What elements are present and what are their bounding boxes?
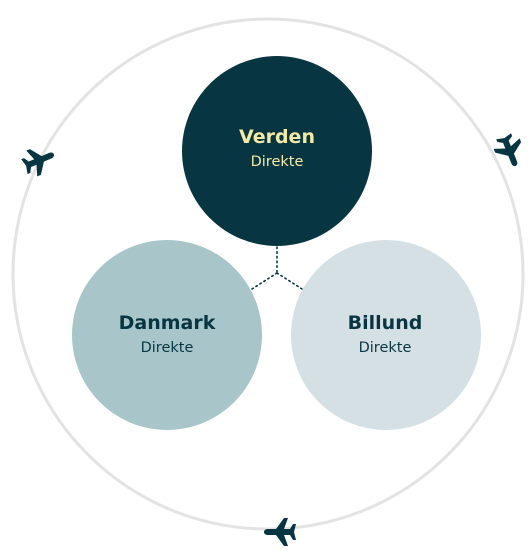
connector-billund: [276, 272, 303, 290]
node-verden-circle: [182, 56, 372, 246]
node-danmark: Danmark Direkte: [72, 240, 262, 430]
node-danmark-subtitle: Direkte: [141, 340, 194, 356]
node-danmark-circle: [72, 240, 262, 430]
airplane-icon: [490, 130, 529, 172]
node-verden-subtitle: Direkte: [251, 154, 304, 170]
node-verden-title: Verden: [239, 126, 315, 148]
node-billund-circle: [291, 240, 481, 430]
node-verden: Verden Direkte: [182, 56, 372, 246]
node-billund-title: Billund: [348, 312, 423, 334]
node-billund: Billund Direkte: [291, 240, 481, 430]
airplane-icon: [18, 141, 60, 180]
node-danmark-title: Danmark: [119, 312, 216, 334]
airplane-icon: [264, 518, 296, 546]
node-billund-subtitle: Direkte: [359, 340, 412, 356]
connector-danmark: [251, 272, 278, 290]
connector-lines: [251, 246, 303, 290]
